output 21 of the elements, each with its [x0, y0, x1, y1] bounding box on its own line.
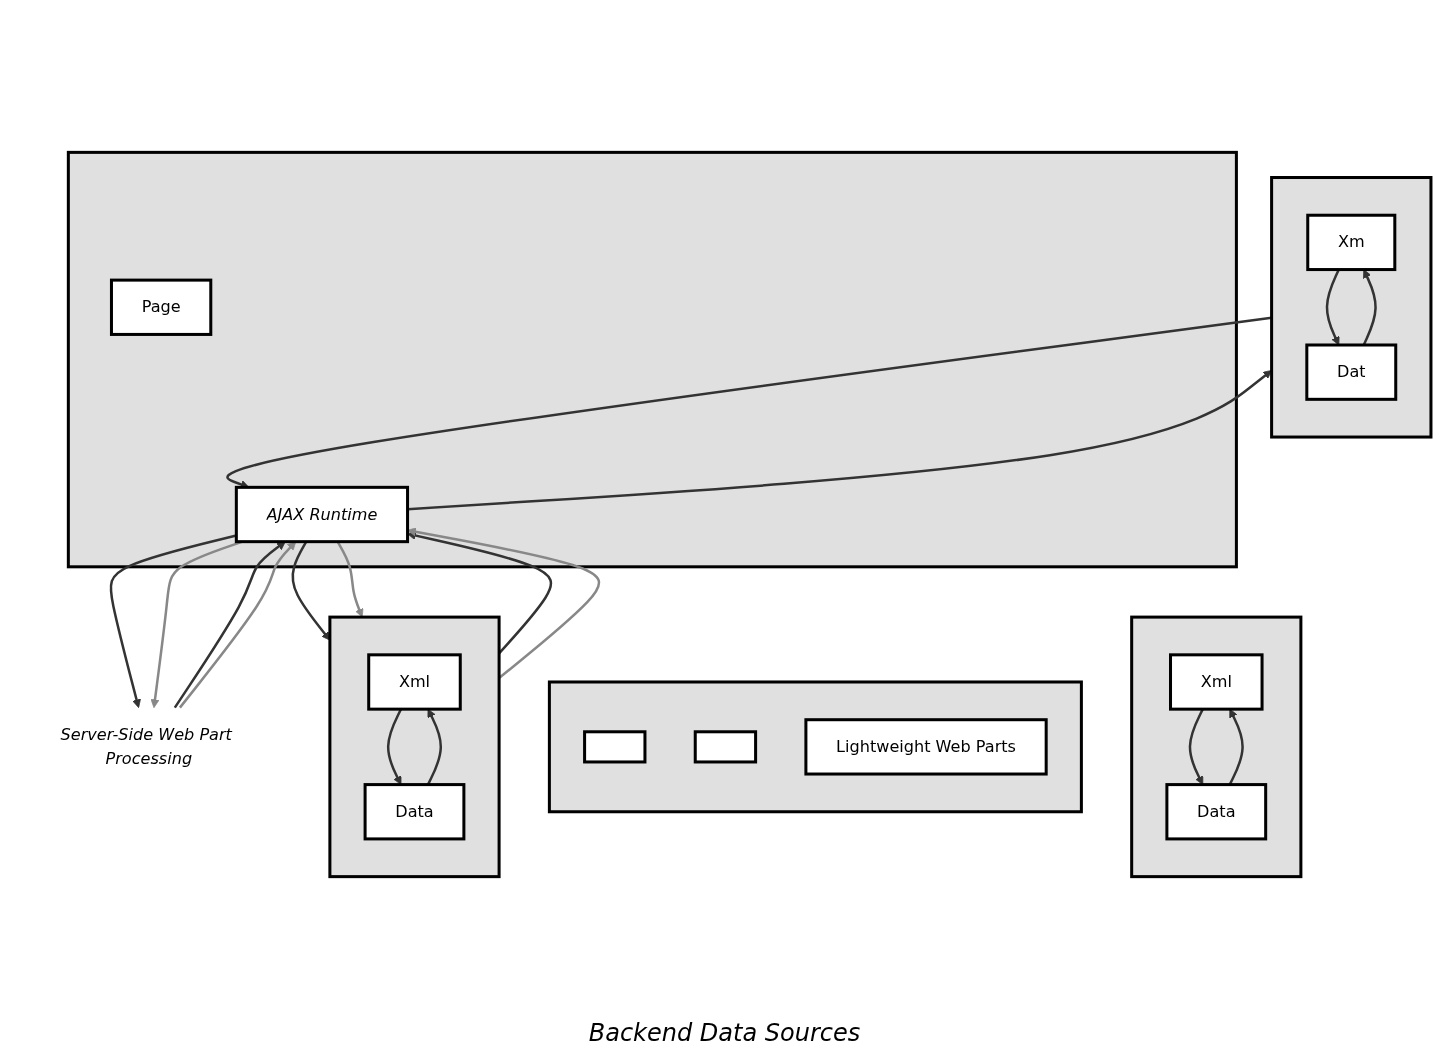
node-box: Xm [1306, 213, 1397, 272]
node-box [583, 730, 647, 764]
cluster [328, 615, 501, 879]
caption-text: Backend Data Sources [588, 1019, 861, 1047]
node-box: AJAX Runtime [234, 485, 410, 544]
arrow [336, 541, 364, 618]
node-box: Xml [1169, 653, 1264, 711]
cluster [66, 150, 1238, 569]
node-text: Server-Side Web Part Processing [60, 724, 232, 768]
node-box: Xml [367, 653, 462, 711]
arrow [1325, 269, 1340, 346]
cluster [1130, 615, 1303, 879]
arrow [1362, 269, 1377, 346]
cluster [547, 680, 1083, 814]
node-box: Dat [1305, 343, 1398, 401]
node-box [693, 730, 758, 764]
node-box: Lightweight Web Parts [804, 718, 1048, 776]
node-box: Page [109, 278, 213, 336]
cluster [1270, 176, 1433, 439]
node-box: Data [1165, 783, 1268, 841]
node-box: Data [363, 783, 466, 841]
